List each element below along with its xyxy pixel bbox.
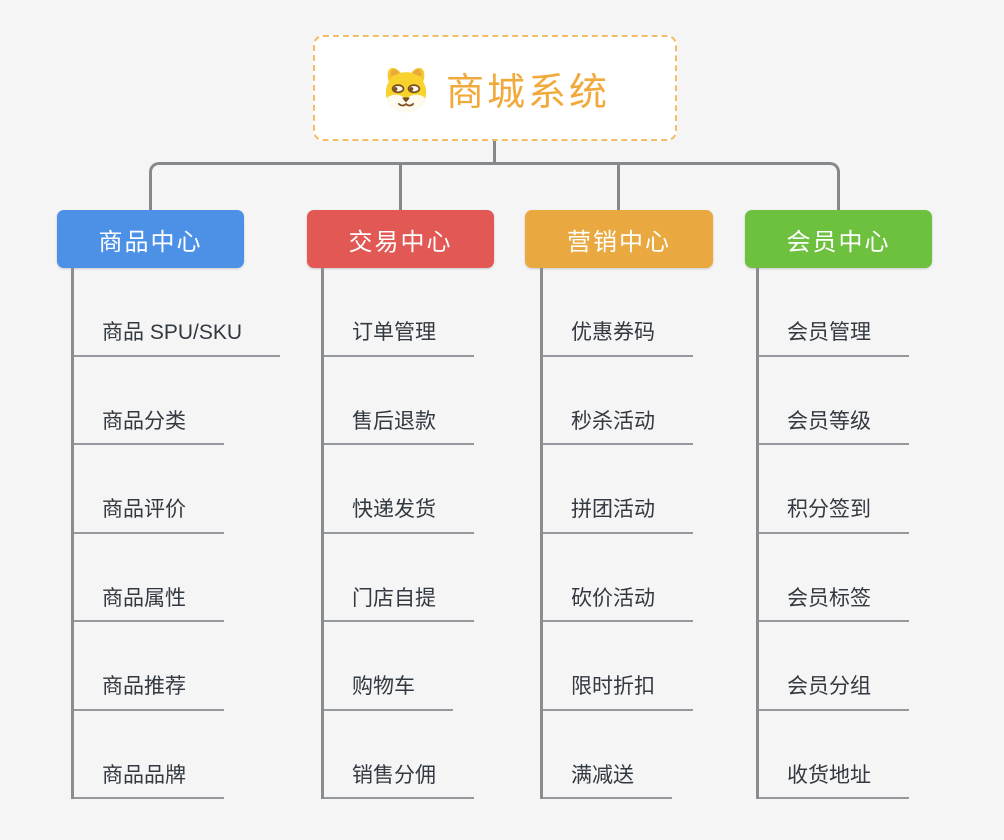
branch-children-member-center: 会员管理 会员等级 积分签到 会员标签 会员分组 收货地址 (756, 268, 909, 799)
leaf-topic: 拼团活动 (543, 445, 693, 534)
leaf-topic-label[interactable]: 会员标签 (759, 586, 909, 622)
leaf-topic-label[interactable]: 会员管理 (759, 320, 909, 357)
leaf-topic-label[interactable]: 会员等级 (759, 409, 909, 445)
branch-label: 会员中心 (786, 228, 891, 256)
branch-children-product-center: 商品 SPU/SKU 商品分类 商品评价 商品属性 商品推荐 商品品牌 (71, 268, 281, 799)
branch-drop-line-3 (617, 164, 620, 210)
branch-node-marketing-center[interactable]: 营销中心 (525, 210, 713, 268)
leaf-topic-label[interactable]: 优惠券码 (543, 320, 693, 357)
branch-node-product-center[interactable]: 商品中心 (57, 210, 244, 268)
root-connector-line (493, 141, 496, 164)
branch-label: 营销中心 (567, 228, 671, 256)
leaf-topic: 商品推荐 (74, 622, 280, 711)
leaf-topic: 会员标签 (759, 534, 909, 622)
leaf-topic-label[interactable]: 商品 SPU/SKU (74, 320, 281, 357)
leaf-topic: 会员等级 (759, 357, 909, 445)
leaf-topic-label[interactable]: 拼团活动 (543, 497, 693, 534)
leaf-topic-label[interactable]: 商品属性 (74, 586, 224, 622)
leaf-topic-label[interactable]: 满减送 (543, 763, 672, 799)
leaf-topic-label[interactable]: 订单管理 (324, 320, 474, 357)
branch-label: 商品中心 (98, 228, 203, 256)
leaf-topic-label[interactable]: 砍价活动 (543, 586, 693, 622)
leaf-topic: 会员管理 (759, 268, 909, 357)
leaf-topic-label[interactable]: 快递发货 (324, 497, 474, 534)
leaf-topic-label[interactable]: 商品分类 (74, 409, 224, 445)
leaf-topic: 积分签到 (759, 445, 909, 534)
leaf-topic-label[interactable]: 积分签到 (759, 497, 909, 534)
leaf-topic-label[interactable]: 销售分佣 (324, 763, 474, 799)
leaf-topic-label[interactable]: 限时折扣 (543, 674, 693, 711)
leaf-topic-label[interactable]: 秒杀活动 (543, 409, 693, 445)
leaf-topic-label[interactable]: 商品推荐 (74, 674, 224, 711)
leaf-topic: 销售分佣 (324, 711, 474, 799)
branch-bus-line (149, 162, 840, 210)
leaf-topic: 商品品牌 (74, 711, 280, 799)
branch-children-trade-center: 订单管理 售后退款 快递发货 门店自提 购物车 销售分佣 (321, 268, 474, 799)
leaf-topic: 砍价活动 (543, 534, 693, 622)
leaf-topic: 满减送 (543, 711, 693, 799)
leaf-topic: 售后退款 (324, 357, 474, 445)
leaf-topic: 商品 SPU/SKU (74, 268, 281, 357)
leaf-topic: 购物车 (324, 622, 474, 711)
leaf-topic: 门店自提 (324, 534, 474, 622)
leaf-topic-label[interactable]: 商品评价 (74, 497, 224, 534)
leaf-topic-label[interactable]: 会员分组 (759, 674, 909, 711)
leaf-topic-label[interactable]: 门店自提 (324, 586, 474, 622)
branch-drop-line-2 (399, 164, 402, 210)
leaf-topic: 订单管理 (324, 268, 474, 357)
leaf-topic: 优惠券码 (543, 268, 693, 357)
dog-face-icon (385, 67, 427, 113)
leaf-topic: 商品属性 (74, 534, 280, 622)
leaf-topic: 收货地址 (759, 711, 909, 799)
leaf-topic-label[interactable]: 售后退款 (324, 409, 474, 445)
branch-children-marketing-center: 优惠券码 秒杀活动 拼团活动 砍价活动 限时折扣 满减送 (540, 268, 693, 799)
root-topic[interactable]: 商城系统 (313, 35, 677, 141)
leaf-topic: 快递发货 (324, 445, 474, 534)
leaf-topic-label[interactable]: 商品品牌 (74, 763, 224, 799)
leaf-topic: 商品分类 (74, 357, 280, 445)
leaf-topic: 商品评价 (74, 445, 280, 534)
leaf-topic-label[interactable]: 购物车 (324, 674, 453, 711)
leaf-topic-label[interactable]: 收货地址 (759, 763, 909, 799)
branch-node-member-center[interactable]: 会员中心 (745, 210, 932, 268)
root-topic-title: 商城系统 (445, 71, 610, 114)
branch-node-trade-center[interactable]: 交易中心 (307, 210, 494, 268)
branch-label: 交易中心 (348, 228, 453, 256)
leaf-topic: 限时折扣 (543, 622, 693, 711)
leaf-topic: 会员分组 (759, 622, 909, 711)
leaf-topic: 秒杀活动 (543, 357, 693, 445)
